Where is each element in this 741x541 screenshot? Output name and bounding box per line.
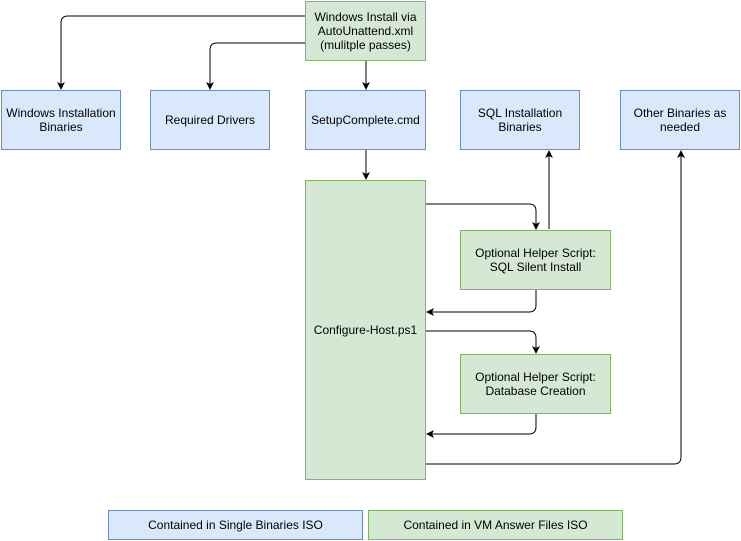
legend-binaries-iso-label: Contained in Single Binaries ISO bbox=[148, 518, 323, 532]
legend-binaries-iso: Contained in Single Binaries ISO bbox=[108, 510, 363, 540]
edge-configure-host-to-database-creation bbox=[426, 330, 540, 354]
required-drivers-label: Required Drivers bbox=[164, 113, 256, 127]
windows-binaries-label: Windows Installation Binaries bbox=[6, 106, 116, 134]
sql-binaries-label: SQL Installation Binaries bbox=[477, 106, 563, 134]
legend-answer-files-iso: Contained in VM Answer Files ISO bbox=[368, 510, 623, 540]
configure-host-label: Configure-Host.ps1 bbox=[313, 323, 418, 337]
setupcomplete-label: SetupComplete.cmd bbox=[311, 113, 420, 127]
database-creation-node: Optional Helper Script: Database Creatio… bbox=[460, 354, 611, 414]
other-binaries-label: Other Binaries as needed bbox=[633, 106, 727, 134]
sql-binaries-node: SQL Installation Binaries bbox=[460, 90, 580, 150]
windows-install-label: Windows Install via AutoUnattend.xml (mu… bbox=[314, 10, 417, 52]
edge-install-to-required-drivers bbox=[206, 42, 305, 90]
legend-answer-files-iso-label: Contained in VM Answer Files ISO bbox=[403, 518, 588, 532]
windows-binaries-node: Windows Installation Binaries bbox=[1, 90, 121, 150]
windows-install-node: Windows Install via AutoUnattend.xml (mu… bbox=[305, 1, 426, 61]
setupcomplete-node: SetupComplete.cmd bbox=[305, 90, 426, 150]
edge-configure-host-to-sql-silent-install bbox=[426, 203, 540, 230]
database-creation-label: Optional Helper Script: Database Creatio… bbox=[475, 370, 596, 398]
other-binaries-node: Other Binaries as needed bbox=[620, 90, 740, 150]
required-drivers-node: Required Drivers bbox=[150, 90, 270, 150]
edge-sql-silent-install-to-configure-host bbox=[426, 290, 537, 316]
sql-silent-install-label: Optional Helper Script: SQL Silent Insta… bbox=[475, 246, 596, 274]
edge-configure-host-to-other-binaries bbox=[426, 150, 685, 465]
configure-host-node: Configure-Host.ps1 bbox=[305, 180, 426, 480]
sql-silent-install-node: Optional Helper Script: SQL Silent Insta… bbox=[460, 230, 611, 290]
edge-database-creation-to-configure-host bbox=[426, 414, 537, 438]
edge-install-to-windows-binaries bbox=[57, 15, 305, 90]
